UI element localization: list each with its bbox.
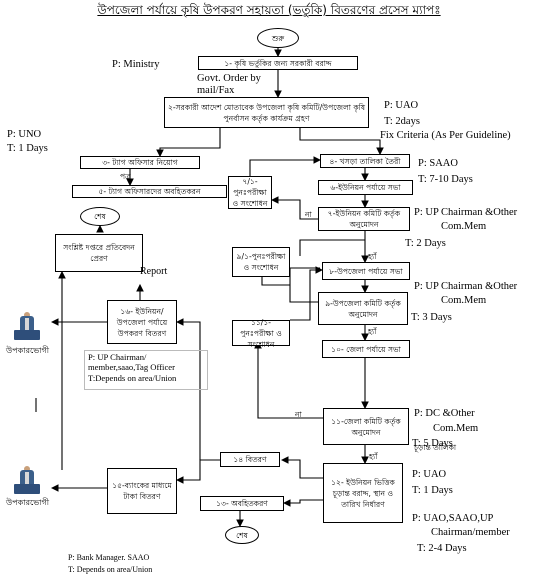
distribution-note-line-3: T:Depends on area/Union	[88, 372, 177, 383]
edge-label-letter: পত্র	[120, 172, 131, 181]
note-govt-order-1: Govt. Order by	[197, 73, 261, 84]
note-dc-time: T: 5 Days	[412, 438, 453, 449]
step-9-box: ৯-উপজেলা কমিটি কর্তৃক অনুমোদন	[318, 292, 408, 325]
page-title: উপজেলা পর্যায়ে কৃষি উপকরণ সহায়তা (ভর্ত…	[97, 3, 441, 17]
note-uao-person: P: UAO	[384, 100, 419, 111]
step-12-box: ১২- ইউনিয়ন ভিত্তিক চূড়ান্ত বরাদ্দ, স্থ…	[323, 463, 403, 523]
note-govt-order-2: mail/Fax	[197, 85, 235, 96]
step-7-1-box: ৭/১-পুনঃপরীক্ষা ও সংশোধন	[228, 176, 272, 209]
beneficiary-label-1: উপকারভোগী	[6, 346, 50, 355]
note-up1-time: T: 2 Days	[405, 238, 446, 249]
step-6-box: ৬-ইউনিয়ন পর্যায়ে সভা	[318, 180, 413, 195]
beneficiary-icon	[14, 466, 40, 496]
note-up2-time: T: 3 Days	[411, 312, 452, 323]
note-saao-time: T: 7-10 Days	[418, 174, 473, 185]
edge-label-final-list: চূড়ান্ত তালিকা	[414, 443, 457, 452]
step-10-box: ১০- জেলা পর্যায়ে সভা	[322, 340, 410, 358]
end-node-1: শেষ	[80, 207, 120, 226]
note-uao-time: T: 2days	[384, 116, 420, 127]
step-5-box: ৫- ট্যাগ অফিসারদের অবহিতকরন	[72, 185, 227, 198]
note-last-person: P: UAO,SAAO,UP	[412, 513, 494, 524]
step-8-box: ৮-উপজেলা পর্যায়ে সভা	[322, 262, 410, 280]
beneficiary-icon	[14, 312, 40, 342]
step-3-box: ৩- ট্যাগ অফিসার নিয়োগ	[80, 156, 200, 169]
step-9-1-box: ৯/১-পুনঃপরীক্ষা ও সংশোধন	[232, 247, 290, 277]
start-node: শুরু	[257, 28, 299, 48]
note-dc-person: P: DC &Other	[414, 408, 475, 419]
step-11-box: ১১-জেলা কমিটি কর্তৃক অনুমোদন	[323, 408, 409, 445]
edge-label-no-2: না	[295, 410, 302, 419]
distribution-note-line-1: P: UP Chairman/	[88, 352, 147, 362]
note-bank-person: P: Bank Manager. SAAO	[68, 553, 150, 562]
step-16-box: ১৬- ইউনিয়ন/ উপজেলা পর্যায়ে উপকরণ বিতরণ	[107, 300, 177, 344]
step-1-box: ১- কৃষি ভর্তুকির জন্য সরকারী বরাদ্দ	[198, 56, 358, 70]
distribution-note-box: P: UP Chairman/ member,saao,Tag Officer …	[84, 350, 208, 390]
note-up2-person: P: UP Chairman &Other	[414, 281, 518, 292]
edge-label-yes-3: হ্যাঁ	[369, 452, 378, 461]
report-box: সংশ্লিষ্ট দপ্তরে প্রতিবেদন প্রেরণ	[55, 234, 143, 272]
note-up1-person: P: UP Chairman &Other	[414, 207, 518, 218]
note-bank-time: T: Depends on area/Union	[68, 565, 153, 574]
step-13-box: ১৩- অবহিতকরণ	[200, 496, 284, 511]
note-uao2-time: T: 1 Days	[412, 485, 453, 496]
note-saao-person: P: SAAO	[418, 158, 458, 169]
edge-label-yes-2: হ্যাঁ	[368, 327, 377, 336]
step-11-1-box: ১১/১-পুনঃপরীক্ষা ও সংশোধন	[232, 318, 290, 349]
beneficiary-label-2: উপকারভোগী	[6, 498, 50, 507]
step-14-box: ১৪ বিতরণ	[220, 452, 280, 467]
edge-label-report: Report	[140, 266, 168, 277]
note-uao2-person: P: UAO	[412, 469, 447, 480]
note-ministry: P: Ministry	[112, 59, 160, 70]
note-last-person-2: Chairman/member	[431, 527, 510, 538]
step-4-box: ৪- খসড়া তালিকা তৈরী	[320, 154, 410, 168]
edge-label-yes-1: হ্যাঁ	[368, 252, 377, 261]
step-2-box: ২-সরকারী আদেশ মোতাবেক উপজেলা কৃষি কমিটি/…	[164, 97, 369, 128]
note-uno-time: T: 1 Days	[7, 143, 48, 154]
note-up1-person-2: Com.Mem	[441, 221, 487, 232]
note-uno-person: P: UNO	[7, 129, 42, 140]
distribution-note-line-2: member,saao,Tag Officer	[88, 362, 175, 373]
end-node-2: শেষ	[225, 526, 259, 544]
note-dc-person-2: Com.Mem	[433, 423, 479, 434]
step-7-box: ৭-ইউনিয়ন কমিটি কর্তৃক অনুমোদন	[318, 207, 410, 231]
note-up2-person-2: Com.Mem	[441, 295, 487, 306]
edge-label-no-1: না	[305, 210, 312, 219]
note-criteria: Fix Criteria (As Per Guideline)	[380, 130, 511, 141]
step-15-box: ১৫-ব্যাংকের মাধ্যমে টাকা বিতরণ	[107, 468, 177, 514]
note-last-time: T: 2-4 Days	[417, 543, 467, 554]
